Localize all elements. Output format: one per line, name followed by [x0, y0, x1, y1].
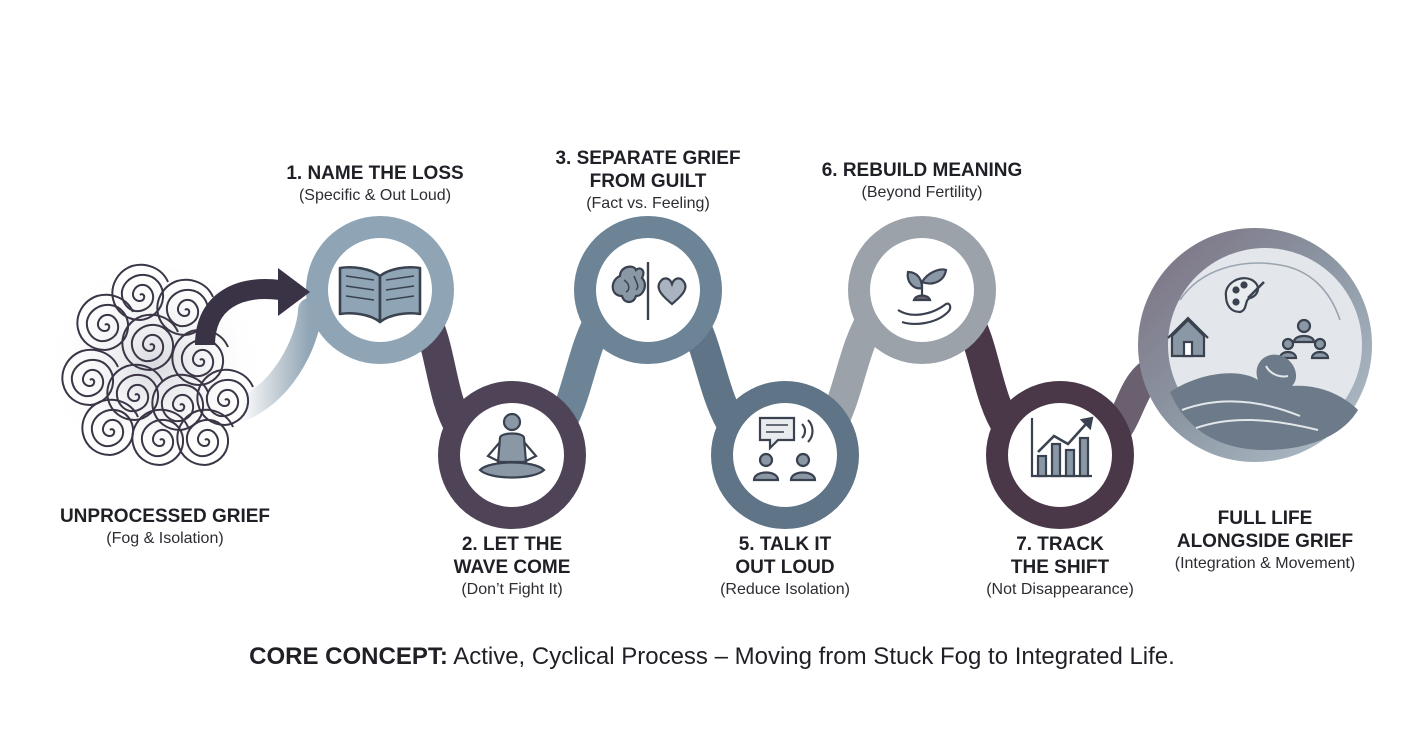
step-5-title-line1: 5. TALK IT	[738, 534, 832, 555]
step-6-title: 6. REBUILD MEANING	[821, 160, 1023, 181]
step-7-title-line2: THE SHIFT	[1010, 557, 1110, 578]
core-concept-label: CORE CONCEPT:	[249, 643, 448, 670]
step-1-title: 1. NAME THE LOSS	[286, 163, 464, 184]
step-3-title-line2: FROM GUILT	[589, 171, 707, 192]
core-concept-text: Active, Cyclical Process – Moving from S…	[447, 643, 1175, 670]
step-6-label: 6. REBUILD MEANING (Beyond Fertility)	[822, 159, 1023, 203]
open-book-icon	[338, 265, 422, 324]
step-2-label: 2. LET THE WAVE COME (Don’t Fight It)	[454, 533, 571, 600]
start-label: UNPROCESSED GRIEF (Fog & Isolation)	[60, 505, 270, 549]
step-2-title-line1: 2. LET THE	[461, 534, 563, 555]
step-6-subtitle: (Beyond Fertility)	[861, 184, 983, 201]
end-subtitle: (Integration & Movement)	[1174, 555, 1356, 572]
end-title-line2: ALONGSIDE GRIEF	[1176, 531, 1354, 552]
step-3-subtitle: (Fact vs. Feeling)	[586, 195, 710, 212]
brain-heart-icon	[611, 262, 687, 320]
meditation-icon	[478, 412, 546, 479]
step-5-subtitle: (Reduce Isolation)	[720, 581, 850, 598]
start-title: UNPROCESSED GRIEF	[59, 506, 271, 527]
step-5-title-line2: OUT LOUD	[735, 557, 835, 578]
step-7-subtitle: (Not Disappearance)	[986, 581, 1134, 598]
sprout-hand-icon	[897, 268, 952, 325]
step-5-label: 5. TALK IT OUT LOUD (Reduce Isolation)	[720, 533, 850, 600]
core-concept: CORE CONCEPT: Active, Cyclical Process –…	[0, 643, 1424, 671]
step-7-title-line1: 7. TRACK	[1016, 534, 1104, 555]
step-1-subtitle: (Specific & Out Loud)	[298, 187, 452, 204]
life-wave-icon	[1167, 262, 1358, 450]
step-2-title-line2: WAVE COME	[453, 557, 571, 578]
conversation-icon	[752, 416, 817, 482]
growth-chart-icon	[1030, 416, 1094, 478]
step-3-label: 3. SEPARATE GRIEF FROM GUILT (Fact vs. F…	[555, 147, 740, 214]
step-1-label: 1. NAME THE LOSS (Specific & Out Loud)	[286, 162, 463, 206]
step-3-title-line1: 3. SEPARATE GRIEF	[555, 148, 741, 169]
start-subtitle: (Fog & Isolation)	[106, 530, 224, 547]
end-label: FULL LIFE ALONGSIDE GRIEF (Integration &…	[1175, 507, 1356, 574]
end-title-line1: FULL LIFE	[1217, 508, 1313, 529]
step-7-label: 7. TRACK THE SHIFT (Not Disappearance)	[986, 533, 1134, 600]
step-2-subtitle: (Don’t Fight It)	[461, 581, 563, 598]
